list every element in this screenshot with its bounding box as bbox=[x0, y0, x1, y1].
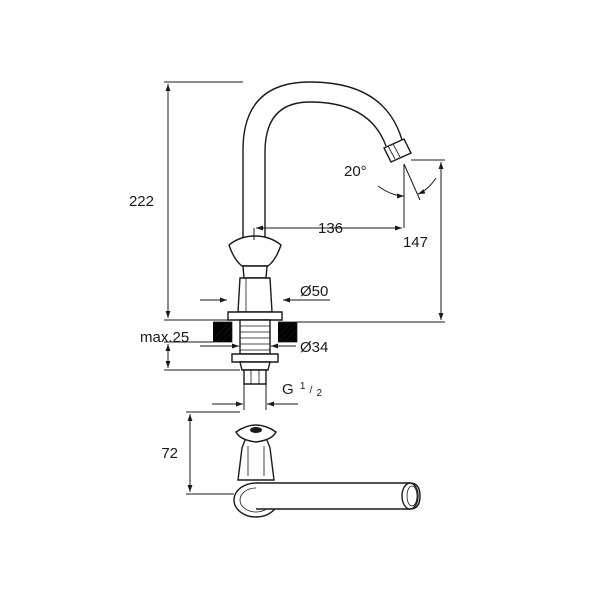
dim-label-222: 222 bbox=[129, 193, 154, 210]
dim-label-diameter-34: Ø34 bbox=[300, 339, 328, 356]
top-spout-arm bbox=[256, 482, 421, 510]
dim-label-angle: 20° bbox=[344, 163, 367, 180]
spout-nozzle bbox=[383, 138, 412, 163]
thread-letter: G bbox=[282, 381, 294, 398]
top-handle-knob bbox=[235, 424, 277, 481]
handle-body bbox=[227, 235, 283, 321]
threaded-shank bbox=[231, 319, 279, 385]
dim-label-147: 147 bbox=[403, 234, 428, 251]
dim-label-max-25: max.25 bbox=[140, 329, 189, 346]
thread-numerator: 1 bbox=[300, 381, 306, 392]
dim-label-72: 72 bbox=[161, 445, 178, 462]
dim-label-diameter-50: Ø50 bbox=[300, 283, 328, 300]
top-view bbox=[186, 411, 421, 518]
dim-label-136: 136 bbox=[318, 220, 343, 237]
thread-slash: / bbox=[310, 385, 313, 396]
side-elevation bbox=[164, 81, 445, 410]
dim-label-thread: G 1 / 2 bbox=[282, 376, 323, 399]
counter-section bbox=[213, 321, 298, 343]
thread-denominator: 2 bbox=[317, 388, 323, 399]
spout-inner bbox=[264, 101, 387, 245]
